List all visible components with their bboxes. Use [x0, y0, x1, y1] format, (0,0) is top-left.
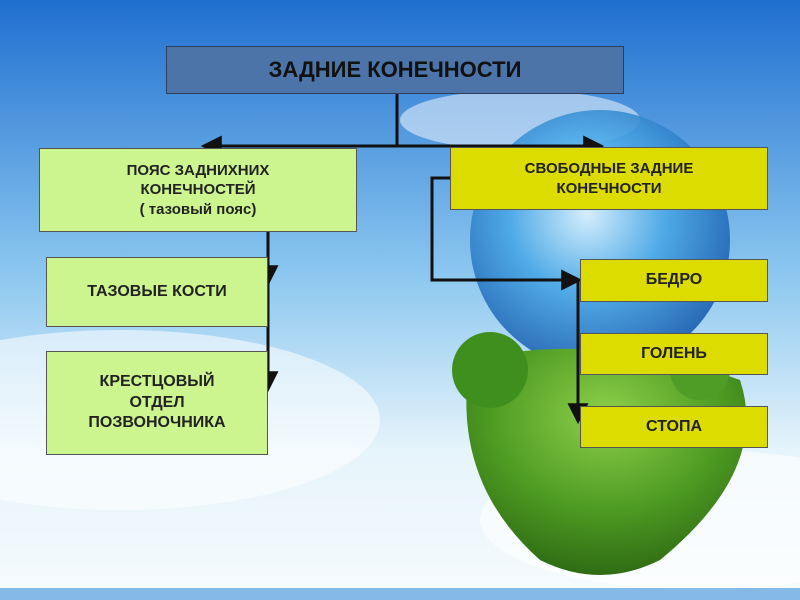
- pelvic-bones-box: ТАЗОВЫЕ КОСТИ: [46, 257, 268, 327]
- thigh-box: БЕДРО: [580, 259, 768, 302]
- shin-box: ГОЛЕНЬ: [580, 333, 768, 375]
- free-hind-limbs-label: СВОБОДНЫЕ ЗАДНИЕ КОНЕЧНОСТИ: [524, 160, 694, 197]
- pelvic-bones-label: ТАЗОВЫЕ КОСТИ: [87, 282, 227, 300]
- hind-limb-girdle-box: ПОЯС ЗАДНИХНИХ КОНЕЧНОСТЕЙ ( тазовый поя…: [39, 148, 357, 232]
- hind-limb-girdle-label: ПОЯС ЗАДНИХНИХ КОНЕЧНОСТЕЙ ( тазовый поя…: [126, 161, 270, 218]
- title-box: ЗАДНИЕ КОНЕЧНОСТИ: [166, 46, 624, 94]
- title-label: ЗАДНИЕ КОНЕЧНОСТИ: [268, 56, 522, 82]
- shin-label: ГОЛЕНЬ: [641, 344, 707, 362]
- free-hind-limbs-box: СВОБОДНЫЕ ЗАДНИЕ КОНЕЧНОСТИ: [450, 147, 768, 210]
- foot-box: СТОПА: [580, 406, 768, 448]
- sacral-spine-box: КРЕСТЦОВЫЙ ОТДЕЛ ПОЗВОНОЧНИКА: [46, 351, 268, 455]
- thigh-label: БЕДРО: [645, 271, 703, 289]
- foot-label: СТОПА: [645, 417, 703, 435]
- sacral-spine-label: КРЕСТЦОВЫЙ ОТДЕЛ ПОЗВОНОЧНИКА: [88, 372, 226, 432]
